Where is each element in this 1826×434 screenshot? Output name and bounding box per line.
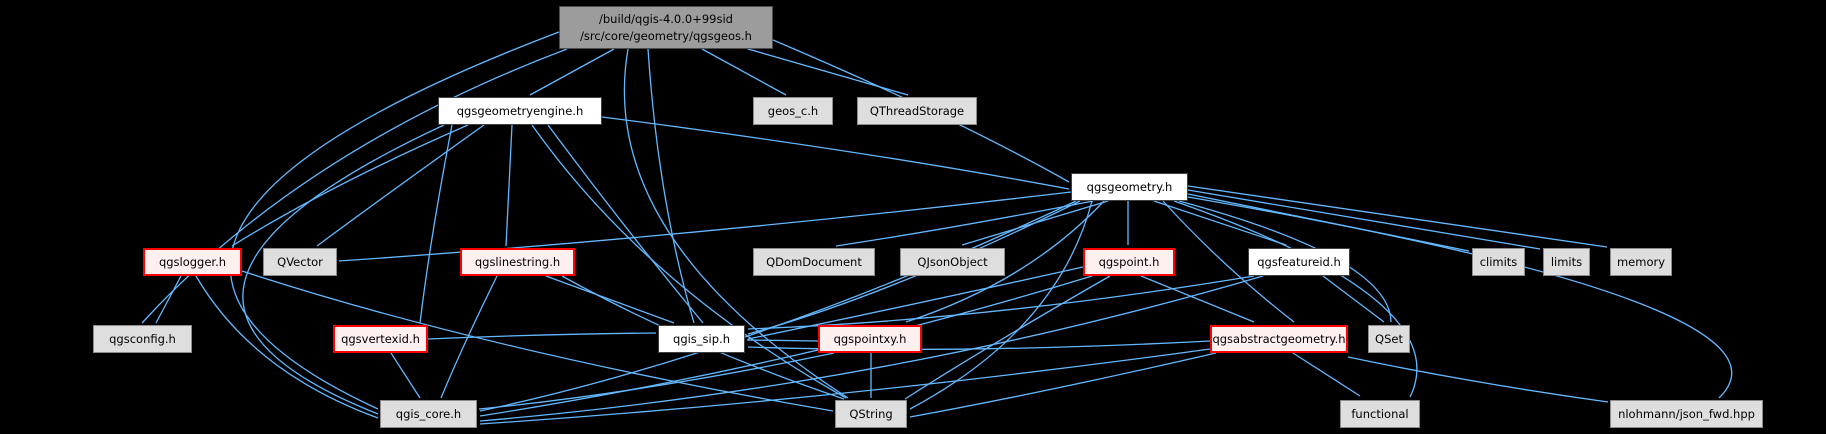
edge-qgsgeos-to-qgsconfig_h [141, 48, 568, 324]
graph-node-qgsabstractgeometry_h[interactable]: qgsabstractgeometry.h [1210, 325, 1348, 353]
edge-qgsgeometry_h-to-limits [1187, 189, 1541, 250]
graph-node-memory: memory [1610, 248, 1672, 276]
edge-qgslogger_h-to-qstring [241, 270, 834, 412]
edge-qgsgeos-to-qthreadstorage [747, 48, 909, 96]
graph-node-qvector: QVector [263, 248, 337, 276]
graph-node-climits: climits [1472, 248, 1525, 276]
graph-node-qgsgeometryengine_h[interactable]: qgsgeometryengine.h [438, 97, 602, 125]
edge-qgsgeometry_h-to-qgsfeatureid_h [1153, 200, 1287, 246]
graph-node-qgspointxy_h[interactable]: qgspointxy.h [818, 325, 922, 353]
edge-qgsgeometry_h-to-qdomdocument [835, 200, 1094, 247]
edge-qgsgeometryengine_h-to-qvector [316, 124, 485, 247]
edge-group [141, 31, 1733, 425]
edge-qgsgeos-to-qgis_core_h [229, 31, 560, 410]
edge-qgsgeometryengine_h-to-qgis_core_h [242, 124, 445, 415]
edge-qgslinestring_h-to-qgis_core_h [440, 275, 498, 399]
edge-qgsgeos-to-qgsgeometryengine_h [529, 48, 615, 96]
edge-qgsabstractgeometry_h-to-qgis_core_h [479, 348, 1211, 425]
edge-qgsgeometry_h-to-functional [1173, 200, 1418, 398]
edge-qgsgeometry_h-to-qgspointxy_h [905, 200, 1105, 323]
graph-node-nlohmann_json_fwd_hpp: nlohmann/json_fwd.hpp [1610, 400, 1763, 428]
edge-qgsabstractgeometry_h-to-qstring [909, 352, 1217, 418]
graph-node-qset: QSet [1368, 325, 1410, 353]
edge-qgslogger_h-to-qgsconfig_h [155, 275, 182, 324]
edge-qgsvertexid_h-to-qgis_core_h [390, 352, 421, 399]
edge-qgspoint_h-to-qgis_sip_h [747, 266, 1084, 340]
graph-node-qjsonobject: QJsonObject [900, 248, 1005, 276]
edge-qgsgeometryengine_h-to-qgslogger_h [231, 124, 469, 247]
graph-node-qthreadstorage: QThreadStorage [857, 97, 977, 125]
graph-node-qstring: QString [835, 400, 907, 428]
edge-qgsfeatureid_h-to-qgis_core_h [479, 275, 1264, 422]
graph-node-qgsvertexid_h[interactable]: qgsvertexid.h [333, 325, 428, 353]
edge-qgsgeometryengine_h-to-qgsgeometry_h [601, 116, 1070, 190]
edge-qgspoint_h-to-qstring [904, 275, 1111, 400]
edge-qgsgeos-to-qstring [623, 48, 849, 399]
edge-qgspointxy_h-to-qgis_sip_h [746, 339, 819, 342]
edge-qgslinestring_h-to-qgis_sip_h [545, 275, 675, 324]
edge-qgsgeometry_h-to-qvector [338, 191, 1072, 262]
edge-qgsgeometry_h-to-qgis_core_h [479, 200, 1077, 412]
edge-qgsgeos-to-qgis_sip_h [647, 48, 695, 324]
graph-node-qgsconfig_h: qgsconfig.h [93, 325, 192, 353]
graph-node-qgsfeatureid_h[interactable]: qgsfeatureid.h [1248, 248, 1350, 276]
graph-node-qgslinestring_h[interactable]: qgslinestring.h [460, 248, 575, 276]
edge-qgspointxy_h-to-qgis_core_h [478, 352, 835, 410]
edge-qgsgeometry_h-to-qgsabstractgeometry_h [1162, 200, 1295, 323]
graph-node-qgsgeometry_h[interactable]: qgsgeometry.h [1071, 173, 1188, 201]
edge-qgsgeos-to-geos_c_h [701, 48, 787, 96]
edge-qgspoint_h-to-qgis_core_h [479, 275, 1093, 417]
graph-node-qgspoint_h[interactable]: qgspoint.h [1083, 248, 1175, 276]
graph-node-qgis_core_h: qgis_core.h [380, 400, 477, 428]
graph-node-functional: functional [1340, 400, 1420, 428]
edge-qgsabstractgeometry_h-to-functional [1292, 352, 1361, 397]
graph-node-geos_c_h: geos_c.h [753, 97, 833, 125]
edge-qgsfeatureid_h-to-qgis_sip_h [747, 275, 1255, 330]
edge-qgsabstractgeometry_h-to-qgis_sip_h [747, 340, 1211, 351]
edge-qgslogger_h-to-qgis_core_h [195, 275, 379, 419]
graph-node-qgslogger_h[interactable]: qgslogger.h [143, 248, 242, 276]
edge-qgspoint_h-to-qgsabstractgeometry_h [1140, 275, 1255, 323]
edge-qgsgeometryengine_h-to-qgslinestring_h [505, 124, 513, 247]
edge-qgsabstractgeometry_h-to-nlohmann_json_fwd_hpp [1347, 356, 1609, 403]
edge-qgsgeometry_h-to-qstring [909, 200, 1093, 410]
graph-node-qdomdocument: QDomDocument [753, 248, 875, 276]
edge-qgsgeometryengine_h-to-qgis_sip_h [547, 124, 704, 324]
graph-node-limits: limits [1543, 248, 1590, 276]
edge-qgsfeatureid_h-to-qset [1322, 275, 1385, 323]
edge-qgsgeometryengine_h-to-qstring [531, 124, 847, 399]
edge-qgsgeometry_h-to-nlohmann_json_fwd_hpp [1187, 196, 1733, 399]
edge-qgsvertexid_h-to-qgis_sip_h [427, 332, 657, 340]
edge-qgsgeometry_h-to-memory [1187, 185, 1608, 248]
graph-node-qgis_sip_h[interactable]: qgis_sip.h [658, 325, 745, 353]
graph-node-qgsgeos: /build/qgis-4.0.0+99sid /src/core/geomet… [559, 6, 773, 49]
edge-qgsgeometryengine_h-to-qgsvertexid_h [419, 124, 453, 324]
